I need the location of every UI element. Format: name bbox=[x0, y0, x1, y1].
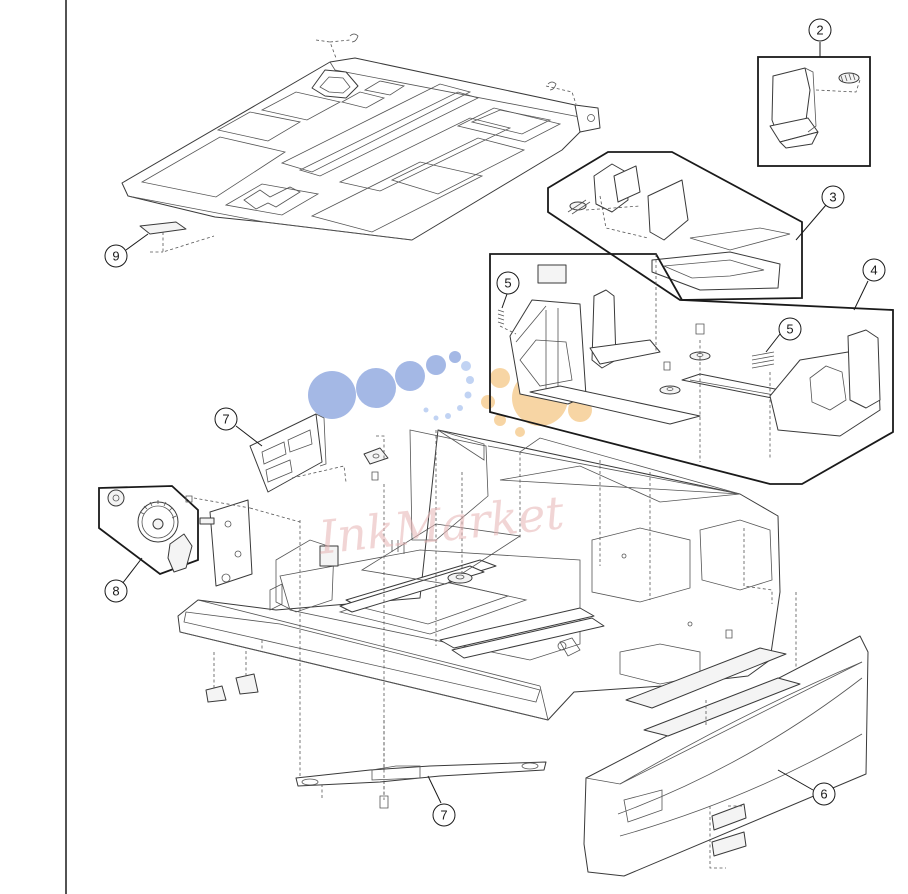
callout-3-label: 3 bbox=[829, 190, 836, 205]
callout-4-label: 4 bbox=[870, 263, 877, 278]
item-4-frame bbox=[489, 253, 894, 485]
callout-9: 9 bbox=[104, 233, 149, 268]
callout-2: 2 bbox=[808, 18, 832, 57]
tray-top-cover-plate bbox=[121, 33, 601, 241]
item-6-front-cover bbox=[583, 635, 869, 877]
item-3-frame bbox=[547, 151, 803, 301]
callout-8: 8 bbox=[104, 557, 143, 603]
item-7-bracket-upper bbox=[249, 413, 347, 493]
item-9-pad bbox=[139, 221, 215, 253]
callout-6-label: 6 bbox=[820, 787, 827, 802]
callout-7b: 7 bbox=[427, 775, 456, 827]
callout-3: 3 bbox=[795, 185, 845, 241]
callout-5a: 5 bbox=[496, 271, 520, 309]
item-8-frame bbox=[98, 485, 199, 576]
callout-8-label: 8 bbox=[112, 584, 119, 599]
callout-7a: 7 bbox=[214, 407, 263, 447]
small-brackets bbox=[205, 435, 389, 703]
item-7-link-lower bbox=[295, 720, 547, 809]
callout-5b: 5 bbox=[765, 317, 802, 353]
callout-4: 4 bbox=[853, 258, 886, 311]
callout-6: 6 bbox=[777, 769, 836, 806]
callout-9-label: 9 bbox=[112, 249, 119, 264]
item-2-frame bbox=[757, 56, 871, 167]
callout-7b-label: 7 bbox=[440, 808, 447, 823]
callout-7a-label: 7 bbox=[222, 412, 229, 427]
callout-5b-label: 5 bbox=[786, 322, 793, 337]
drive-side-plate bbox=[185, 495, 301, 587]
paper-tray-body bbox=[177, 429, 797, 800]
callout-2-label: 2 bbox=[816, 23, 823, 38]
callout-5a-label: 5 bbox=[504, 276, 511, 291]
